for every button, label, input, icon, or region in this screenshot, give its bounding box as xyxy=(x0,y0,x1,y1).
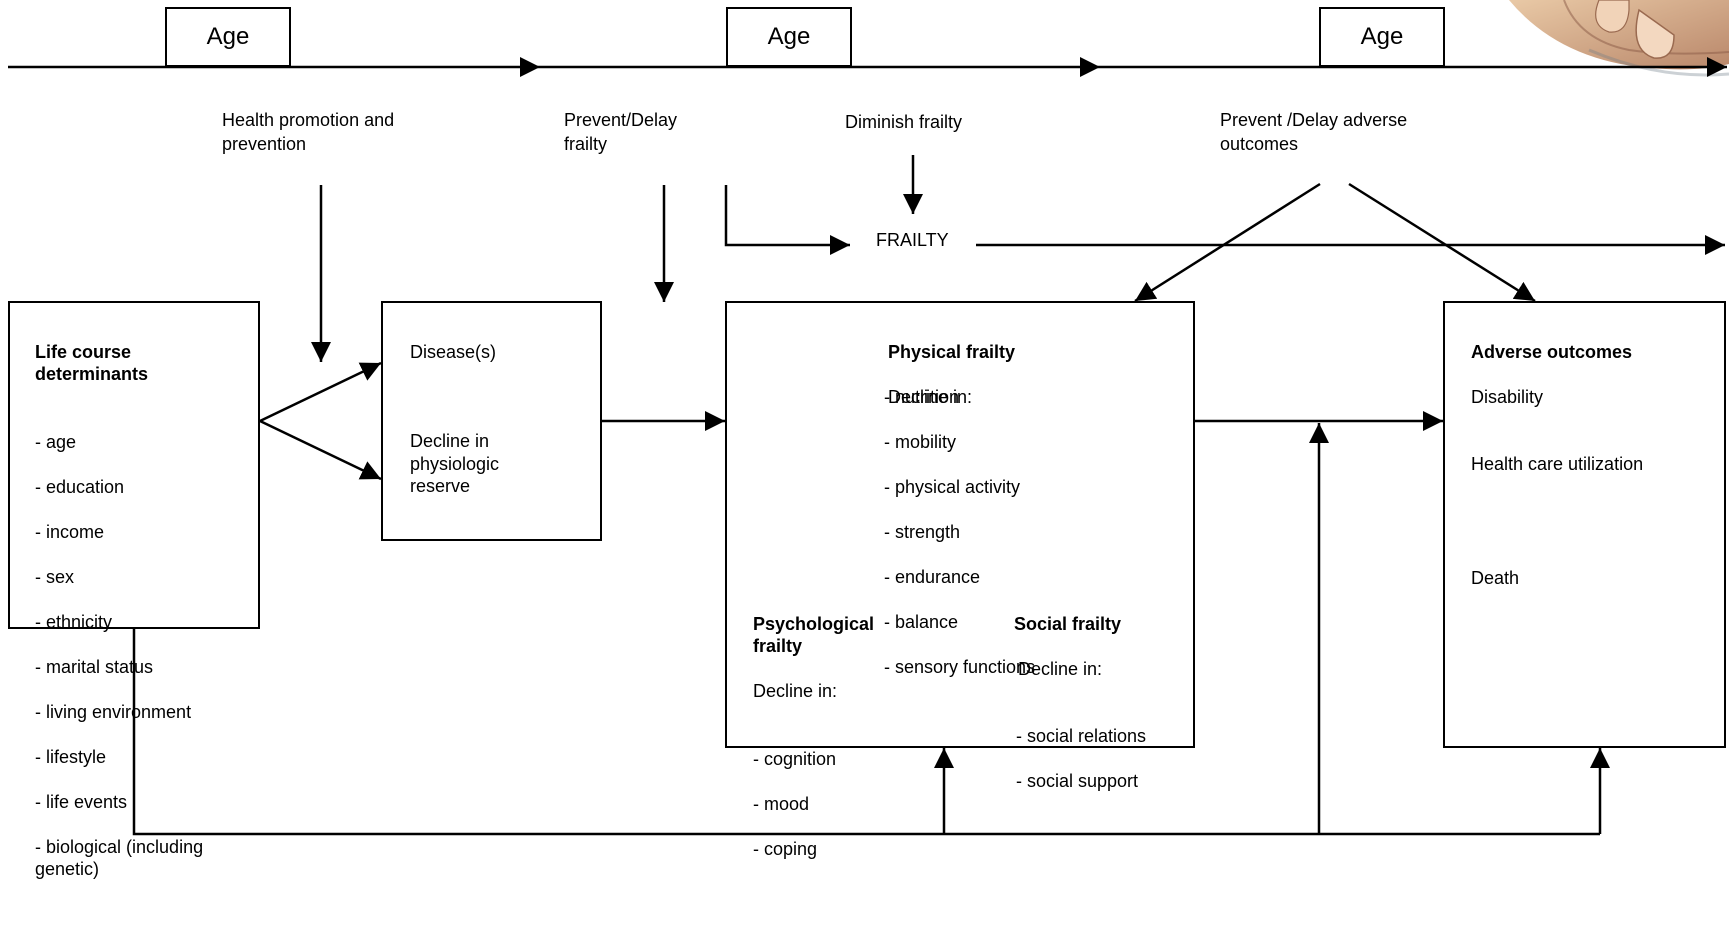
psychological-frailty-title: Psychological frailty xyxy=(753,613,875,657)
list-item: - coping xyxy=(753,838,818,859)
adverse-split-left-arrow xyxy=(1134,182,1321,303)
corner-hand-image xyxy=(1509,0,1729,77)
psychological-frailty-block: Psychological frailty Decline in: - cogn… xyxy=(753,590,933,905)
fork-down-arrow xyxy=(259,419,382,481)
age-box-2: Age xyxy=(726,7,852,67)
list-item: - age xyxy=(35,431,77,452)
list-item: - social support xyxy=(1016,771,1139,791)
bottom-feedback-line xyxy=(132,628,1600,836)
prevent-adverse-label: Prevent /Delay adverse outcomes xyxy=(1220,110,1408,154)
list-item: - income xyxy=(35,521,105,542)
frailty-label: FRAILTY xyxy=(876,230,949,250)
age-label-2: Age xyxy=(767,23,811,50)
frailty-elbow-arrow xyxy=(724,185,850,255)
list-item: - life events xyxy=(35,791,128,812)
health-care-text: Health care utilization xyxy=(1471,454,1644,474)
list-item: - sex xyxy=(35,566,75,587)
fork-up-arrow xyxy=(259,361,382,423)
social-frailty-block: Social frailty Decline in: - social rela… xyxy=(1014,590,1194,838)
prevent-delay-frailty-label: Prevent/Delay frailty xyxy=(564,110,678,154)
psychological-frailty-list: - cognition - mood - coping xyxy=(753,725,933,883)
list-item: - mobility xyxy=(884,431,957,452)
age-box-3: Age xyxy=(1319,7,1445,67)
life-course-title: Life course determinants xyxy=(35,341,149,385)
physical-frailty-title: Physical frailty xyxy=(888,341,1016,362)
list-item: - mood xyxy=(753,793,810,814)
physical-frailty-list: - nutrition - mobility - physical activi… xyxy=(884,363,1184,701)
disease-title: Disease(s) xyxy=(410,341,497,362)
list-item: - strength xyxy=(884,521,961,542)
disease-box: Disease(s) Decline in physiologic reserv… xyxy=(381,301,602,541)
social-frailty-list: - social relations - social support xyxy=(1014,703,1194,816)
life-course-box: Life course determinants - age - educati… xyxy=(8,301,260,879)
physiologic-reserve-text: Decline in physiologic reserve xyxy=(410,431,500,496)
physical-frailty-subtitle: Decline in: xyxy=(888,386,973,407)
social-frailty-title: Social frailty xyxy=(1014,613,1122,634)
list-item: - education xyxy=(35,476,125,497)
list-item: - endurance xyxy=(884,566,981,587)
death-text: Death xyxy=(1471,568,1520,588)
psychological-frailty-subtitle: Decline in: xyxy=(753,681,838,701)
list-item: - marital status xyxy=(35,656,154,677)
disability-text: Disability xyxy=(1471,386,1544,407)
list-item: - nutrition xyxy=(884,386,960,407)
list-item: - lifestyle xyxy=(35,746,107,767)
list-item: - balance xyxy=(884,611,959,632)
list-item: - sensory functions xyxy=(884,656,1036,677)
age-label-3: Age xyxy=(1360,23,1404,50)
list-item: - living environment xyxy=(35,701,192,722)
list-item: - ethnicity xyxy=(35,611,113,632)
list-item: - social relations xyxy=(1016,726,1147,746)
adverse-outcomes-box: Adverse outcomes Disability Health care … xyxy=(1443,301,1726,748)
social-frailty-subtitle: Decline in: xyxy=(1018,658,1103,679)
health-promotion-label: Health promotion and prevention xyxy=(222,110,395,154)
list-item: - biological (including genetic) xyxy=(35,836,204,880)
list-item: - cognition xyxy=(753,748,837,769)
adverse-outcomes-title: Adverse outcomes xyxy=(1471,341,1633,362)
frailty-box: Physical frailty Decline in: - nutrition… xyxy=(725,301,1195,859)
age-label-1: Age xyxy=(206,23,250,50)
life-course-list: - age - education - income - sex - ethni… xyxy=(35,408,260,903)
age-box-1: Age xyxy=(165,7,291,67)
adverse-split-right-arrow xyxy=(1348,182,1536,303)
diminish-frailty-label: Diminish frailty xyxy=(845,112,963,132)
list-item: - physical activity xyxy=(884,476,1021,497)
